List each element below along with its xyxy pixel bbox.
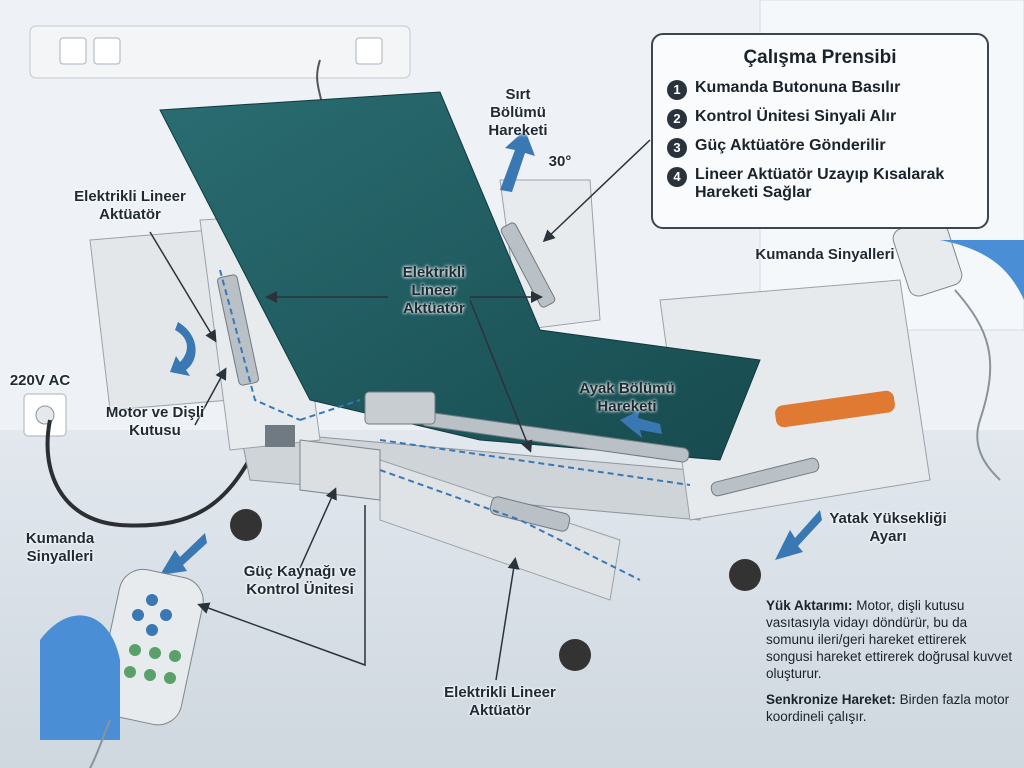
actuator-label-left: Elektrikli Lineer Aktüatör (74, 188, 186, 223)
angle-label: 30° (548, 153, 572, 170)
remote-right (892, 217, 1024, 481)
step-text: Lineer Aktüatör Uzayıp Kısalarak Hareket… (695, 166, 945, 201)
sync-motion-note: Senkronize Hareket: Birden fazla motor k… (766, 692, 1016, 726)
actuator-label-bottom: Elektrikli Lineer Aktüatör (444, 684, 556, 719)
control-unit (265, 425, 381, 501)
step-number: 3 (667, 138, 687, 158)
power-control-unit-label: Güç Kaynağı ve Kontrol Ünitesi (243, 563, 357, 598)
remote-signals-label-left: Kumanda Sinyalleri (25, 530, 95, 565)
signal-flow-lines (219, 269, 691, 581)
wall-outlet (23, 393, 67, 437)
remote-left (40, 568, 204, 768)
bed-height-label: Yatak Yüksekliği Ayarı (829, 510, 947, 545)
step-3: 3 Güç Aktüatöre Gönderilir (667, 137, 973, 158)
sync-motion-title: Senkronize Hareket: (766, 692, 896, 708)
remote-signals-label-right: Kumanda Sinyalleri (755, 246, 895, 263)
power-cable (45, 419, 262, 528)
back-section-motion-label: Sırt Bölümü Hareketi (488, 86, 548, 139)
load-transfer-note: Yük Aktarımı: Motor, dişli kutusu vasıta… (766, 598, 1016, 682)
step-number: 1 (667, 80, 687, 100)
step-text: Kontrol Ünitesi Sinyali Alır (695, 108, 897, 125)
step-4: 4 Lineer Aktüatör Uzayıp Kısalarak Harek… (667, 166, 973, 202)
step-text: Kumanda Butonuna Basılır (695, 79, 901, 96)
power-220-label: 220V AC (9, 372, 71, 389)
wall-socket-panel (29, 25, 411, 131)
motor-gearbox-label: Motor ve Dişli Kutusu (105, 404, 205, 439)
sync-motion-text: Birden fazla motor koordineli çalışır. (766, 692, 1010, 725)
step-2: 2 Kontrol Ünitesi Sinyali Alır (667, 108, 973, 129)
actuator-label-center: Elektrikli Lineer Aktüatör (402, 264, 466, 317)
step-1: 1 Kumanda Butonuna Basılır (667, 79, 973, 100)
callout-lines (149, 139, 651, 681)
working-principle-box: Çalışma Prensibi 1 Kumanda Butonuna Bası… (651, 33, 989, 229)
step-number: 4 (667, 167, 687, 187)
load-transfer-text: Motor, dişli kutusu vasıtasıyla vidayı d… (766, 598, 1013, 681)
step-text: Güç Aktüatöre Gönderilir (695, 137, 886, 154)
load-transfer-title: Yük Aktarımı: (766, 598, 853, 613)
actuators (217, 222, 820, 532)
working-principle-title: Çalışma Prensibi (743, 47, 897, 68)
foot-section-motion-label: Ayak Bölümü Hareketi (579, 380, 675, 415)
bed-wheels (230, 509, 761, 671)
notes-panel: Yük Aktarımı: Motor, dişli kutusu vasıta… (766, 598, 1016, 736)
step-number: 2 (667, 109, 687, 129)
motion-arrows (160, 130, 822, 575)
